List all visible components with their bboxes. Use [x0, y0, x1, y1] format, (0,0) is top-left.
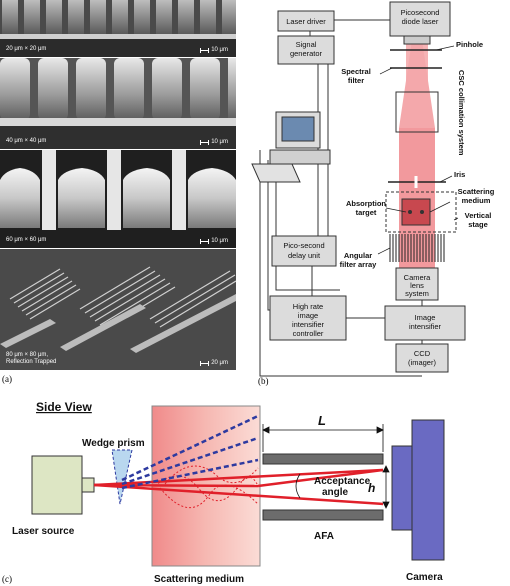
camera-label: Camera: [406, 572, 443, 583]
sem-image-20um: 20 μm × 20 μm 10 μm: [0, 0, 236, 57]
camera-body: [411, 419, 445, 561]
scale-bar: 10 μm: [200, 47, 228, 53]
intensifier-controller-box: [269, 295, 347, 341]
sem-size-caption: 40 μm × 40 μm: [6, 138, 47, 144]
camera-front: [391, 445, 413, 531]
afa-top-plate: [262, 453, 384, 465]
side-view-title: Side View: [36, 400, 92, 414]
height-label: h: [368, 481, 375, 495]
sem-image-40um: 40 μm × 40 μm 10 μm: [0, 58, 236, 149]
wedge-prism-label: Wedge prism: [82, 438, 145, 449]
scale-bar: 10 μm: [200, 238, 228, 244]
panel-b-label: (b): [258, 376, 269, 386]
sem-size-caption: 80 μm × 80 μm, Reflection Trapped: [6, 352, 57, 365]
iris-label: Iris: [454, 170, 465, 179]
sem-image-80um: 80 μm × 80 μm, Reflection Trapped 20 μm: [0, 249, 236, 370]
pinhole-label: Pinhole: [456, 40, 483, 49]
computer-icon: [251, 111, 331, 183]
length-label: L: [318, 413, 326, 428]
laser-source-label: Laser source: [12, 526, 75, 537]
ccd-box: [395, 343, 449, 373]
csc-label: CSC collimation system: [457, 70, 466, 156]
laser-driver-box: [277, 10, 335, 32]
panel-c-label: (c): [2, 574, 12, 584]
picosecond-laser-box: [389, 1, 451, 37]
afa-label: AFA: [314, 531, 334, 542]
scale-bar: 20 μm: [200, 360, 228, 366]
sem-image-60um: 60 μm × 60 μm 10 μm: [0, 150, 236, 248]
side-view-diagram: Side View Wedge prism Laser source Scatt…: [12, 400, 445, 585]
afa-bottom-plate: [262, 509, 384, 521]
scale-bar: 10 μm: [200, 139, 228, 145]
wedge-prism: [111, 449, 133, 505]
sem-size-caption: 60 μm × 60 μm: [6, 237, 47, 243]
laser-source-box: [31, 455, 83, 515]
pico-delay-box: [271, 235, 337, 267]
ccd-label: CCD(imager): [408, 349, 436, 367]
laser-driver-label: Laser driver: [286, 17, 326, 26]
signal-generator-box: [277, 35, 335, 65]
image-intensifier-box: [384, 305, 466, 341]
sem-size-caption: 20 μm × 20 μm: [6, 46, 47, 52]
scattering-medium-label-c: Scattering medium: [154, 574, 244, 585]
panel-a-label: (a): [2, 374, 12, 384]
camera-lens-box: [395, 267, 439, 301]
